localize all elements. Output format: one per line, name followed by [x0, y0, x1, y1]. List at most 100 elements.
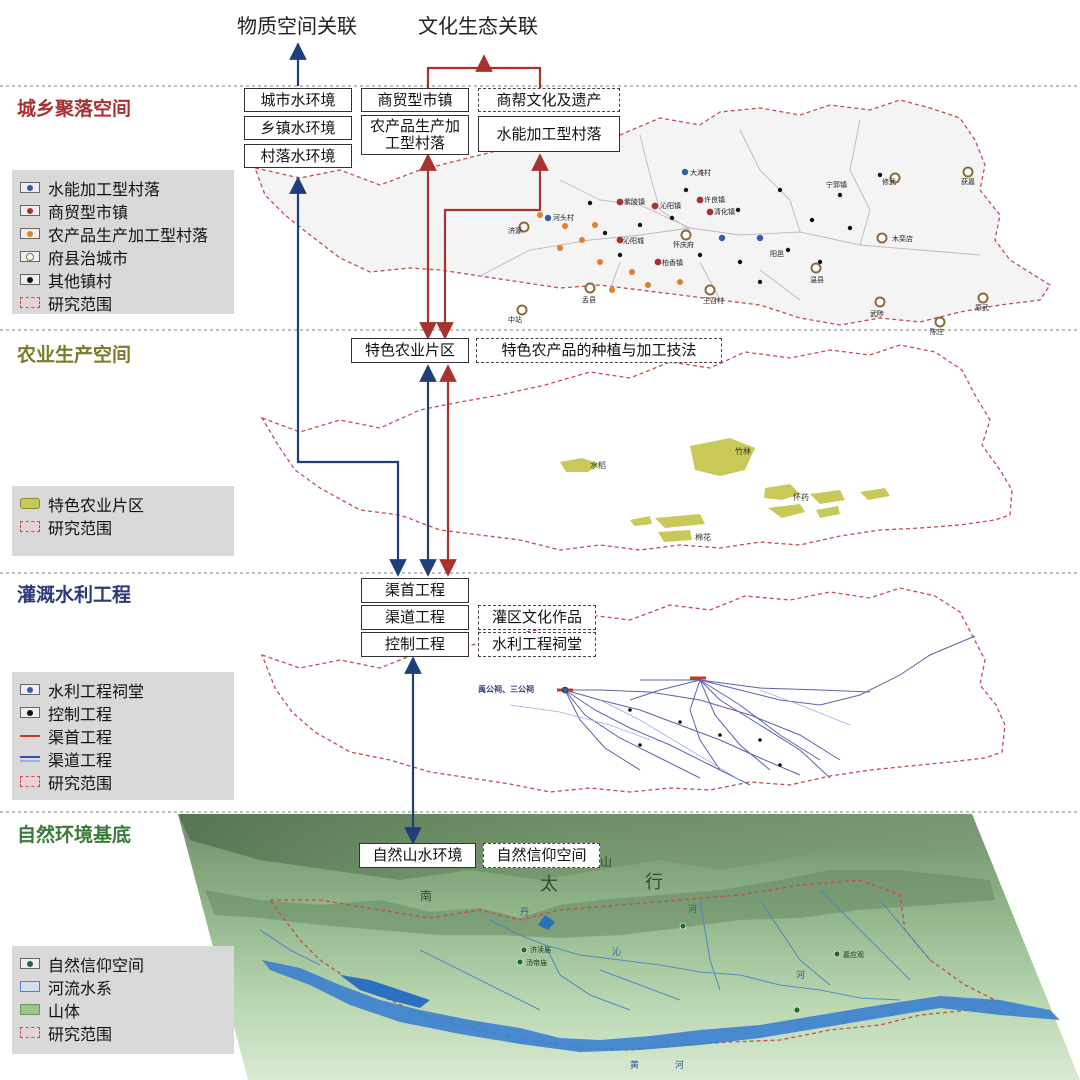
legend-item: 农产品生产加工型村落	[20, 222, 226, 245]
map-label: 汤帝庙	[526, 958, 547, 967]
legend-item: 研究范围	[20, 1021, 226, 1044]
blue-dot-icon	[20, 684, 40, 695]
dashed-boundary-icon	[20, 297, 40, 308]
legend-label: 渠首工程	[48, 727, 113, 747]
town-water-box: 乡镇水环境	[244, 116, 352, 140]
red-dot-icon	[20, 205, 40, 216]
legend-item: 水能加工型村落	[20, 176, 226, 199]
map-label: 中站	[508, 315, 522, 324]
legend-label: 自然信仰空间	[48, 955, 145, 975]
irrigation-layer-title: 灌溉水利工程	[17, 584, 132, 606]
map-label: 河头村	[553, 213, 574, 222]
blue-dot-icon	[20, 182, 40, 193]
control-box: 控制工程	[361, 632, 469, 657]
dashed-boundary-icon	[20, 776, 40, 787]
irrigation-culture-box: 灌区文化作品	[478, 605, 596, 630]
map-label: 棉花	[695, 532, 711, 542]
map-label: 禹公祠、三公祠	[478, 684, 534, 694]
legend-item: 商贸型市镇	[20, 199, 226, 222]
map-label: 竹林	[735, 446, 751, 456]
map-label: 清化镇	[714, 207, 735, 216]
legend-label: 水能加工型村落	[48, 179, 161, 199]
legend-label: 府县治城市	[48, 248, 129, 268]
map-label: 山	[600, 855, 612, 869]
map-label: 沁阳镇	[660, 201, 681, 210]
blue-line-icon	[20, 754, 40, 764]
legend-item: 自然信仰空间	[20, 952, 226, 975]
legend-item: 山体	[20, 998, 226, 1021]
natural-landscape-box: 自然山水环境	[359, 843, 476, 868]
agri-village-line1: 农产品生产加	[369, 117, 460, 135]
map-label: 紫陵镇	[624, 197, 645, 206]
legend-item: 研究范围	[20, 291, 226, 314]
map-label: 济渎庙	[530, 945, 551, 954]
map-label: 大滩村	[690, 168, 711, 177]
legend-item: 渠首工程	[20, 724, 226, 747]
map-label: 怀药	[793, 492, 809, 502]
mountain-icon	[20, 1004, 40, 1015]
ring-icon	[20, 251, 40, 262]
map-label: 河	[688, 903, 697, 915]
legend-label: 研究范围	[48, 1024, 113, 1044]
map-label: 武陟	[870, 309, 884, 318]
legend-item: 其他镇村	[20, 268, 226, 291]
orange-dot-icon	[20, 228, 40, 239]
map-label: 怀庆府	[673, 240, 694, 249]
agriculture-map: 水稻 竹林 怀药 棉花	[260, 344, 1013, 551]
map-label: 孟县	[582, 295, 596, 304]
red-line-icon	[20, 731, 40, 741]
legend-item: 特色农业片区	[20, 492, 226, 515]
map-label: 木栾店	[892, 234, 913, 243]
legend-item: 研究范围	[20, 515, 226, 538]
village-water-box: 村落水环境	[244, 144, 352, 168]
map-label: 水稻	[590, 460, 606, 470]
red-connectors	[419, 54, 549, 577]
map-label: 河	[675, 1059, 684, 1071]
map-label: 修武	[882, 177, 896, 186]
map-label: 原武	[975, 303, 989, 312]
map-label: 行	[645, 872, 663, 893]
legend-label: 渠道工程	[48, 750, 113, 770]
agriculture-layer-title: 农业生产空间	[17, 344, 132, 366]
dashed-boundary-icon	[20, 521, 40, 532]
dashed-boundary-icon	[20, 1027, 40, 1038]
map-label: 宁郭镇	[826, 180, 847, 189]
water-temple-box: 水利工程祠堂	[478, 632, 596, 657]
legend-label: 河流水系	[48, 978, 113, 998]
settlement-legend: 水能加工型村落 商贸型市镇 农产品生产加工型村落 府县治城市 其他镇村 研究范围	[12, 170, 234, 314]
channel-box: 渠道工程	[361, 605, 469, 630]
legend-label: 农产品生产加工型村落	[48, 225, 209, 245]
map-label: 温县	[810, 275, 824, 284]
legend-label: 研究范围	[48, 773, 113, 793]
map-label: 嘉应观	[843, 950, 864, 959]
nature-map: 济渎庙 汤帝庙 嘉应观 南 山 太 行 沁 河 河 丹 黄 河	[178, 814, 1080, 1080]
map-label: 获嘉	[961, 177, 975, 186]
agri-zone-box: 特色农业片区	[351, 338, 469, 363]
black-dot-icon	[20, 707, 40, 718]
map-label: 河	[796, 969, 805, 981]
blue-connectors	[289, 42, 437, 845]
city-water-box: 城市水环境	[244, 88, 352, 112]
cultural-link-label: 文化生态关联	[418, 14, 538, 38]
map-label: 济源	[508, 226, 522, 235]
merchant-culture-box: 商帮文化及遗产	[478, 88, 620, 112]
green-dot-icon	[20, 958, 40, 969]
agriculture-legend: 特色农业片区 研究范围	[12, 486, 234, 556]
legend-item: 控制工程	[20, 701, 226, 724]
agri-zone-icon	[20, 498, 40, 509]
legend-item: 河流水系	[20, 975, 226, 998]
crop-techniques-box: 特色农产品的种植与加工技法	[476, 338, 722, 363]
legend-label: 研究范围	[48, 294, 113, 314]
map-label: 柏香镇	[662, 258, 683, 267]
irrigation-map: 禹公祠、三公祠	[260, 587, 1006, 793]
physical-link-label: 物质空间关联	[237, 14, 357, 38]
legend-label: 商贸型市镇	[48, 202, 129, 222]
map-label: 阳邑	[770, 249, 784, 258]
map-label: 黄	[630, 1059, 639, 1071]
map-label: 太	[540, 874, 558, 895]
legend-label: 特色农业片区	[48, 495, 145, 515]
nature-legend: 自然信仰空间 河流水系 山体 研究范围	[12, 946, 234, 1054]
agri-village-line2: 工型村落	[384, 134, 445, 152]
